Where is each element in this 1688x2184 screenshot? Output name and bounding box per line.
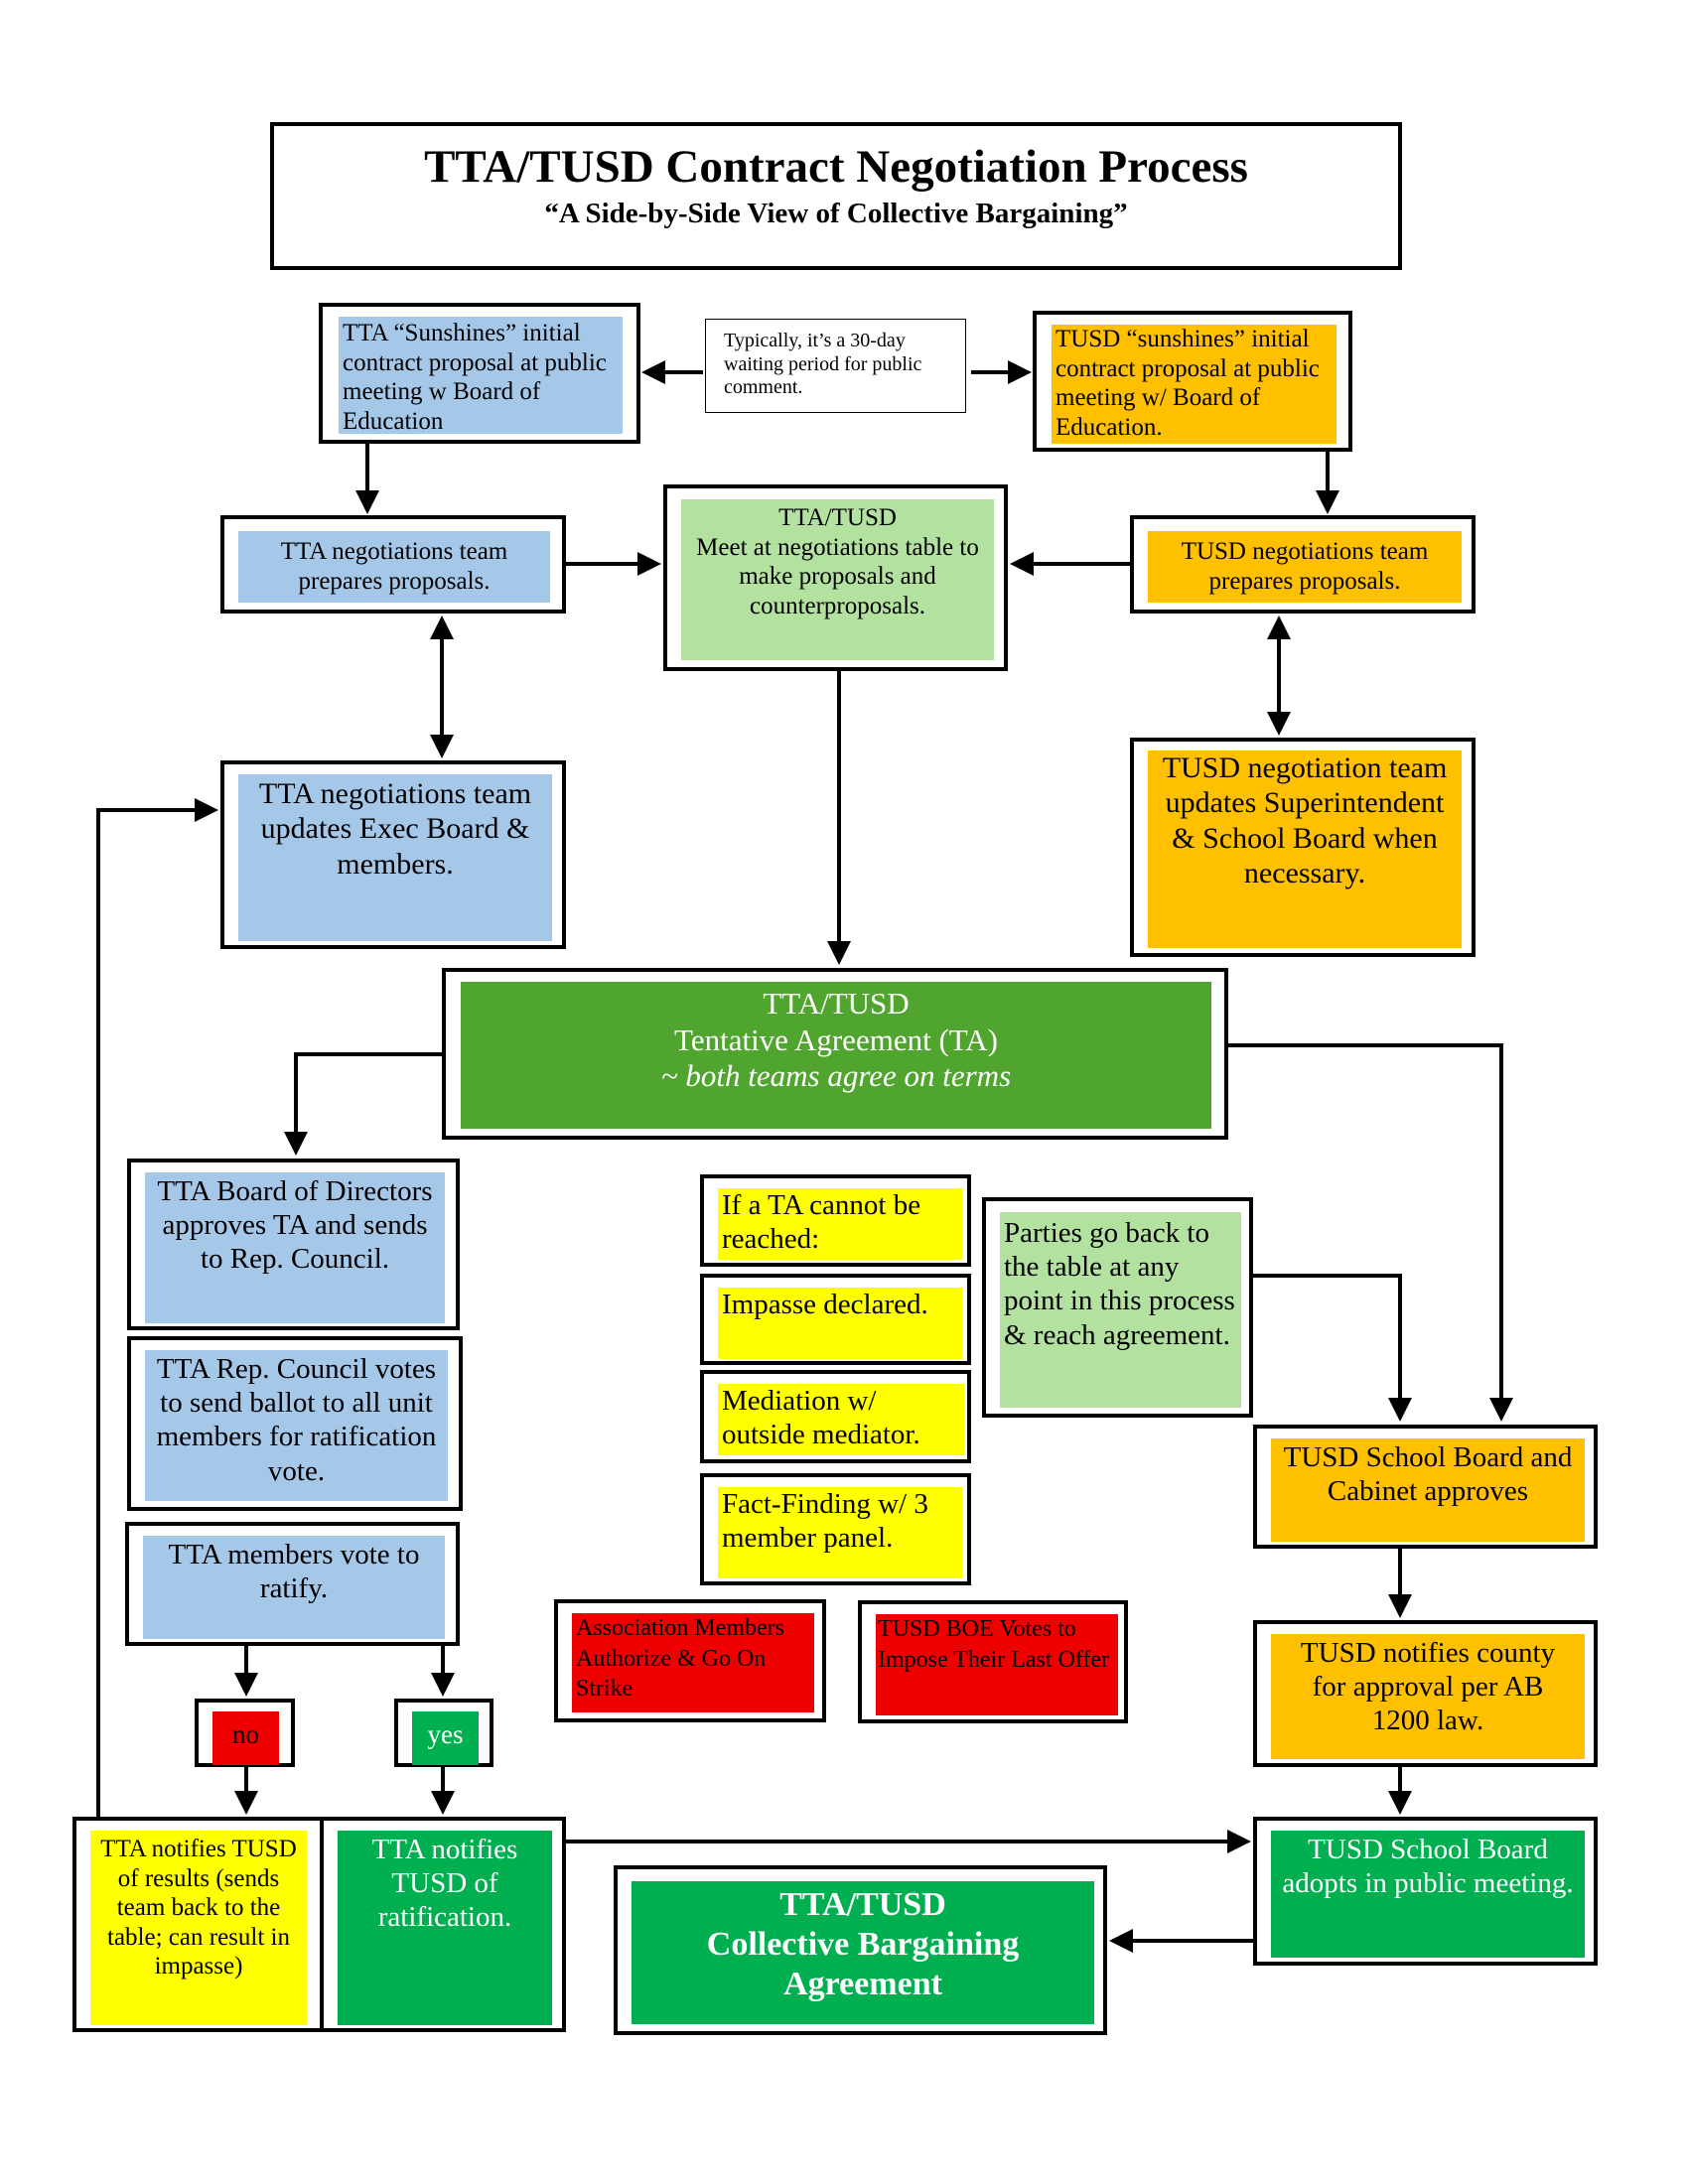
strike-text: Association Members Authorize & Go On St… xyxy=(572,1613,814,1712)
notify-results-box: TTA notifies TUSD of results (sends team… xyxy=(72,1817,324,2032)
mediation-text: Mediation w/ outside mediator. xyxy=(718,1384,964,1455)
tta-updates-box: TTA negotiations team updates Exec Board… xyxy=(220,760,566,949)
cannot-reach-text: If a TA cannot be reached: xyxy=(718,1188,962,1260)
ta-line1: TTA/TUSD xyxy=(763,986,910,1021)
cannot-reach-box: If a TA cannot be reached: xyxy=(700,1174,971,1267)
tusd-prepares-text: TUSD negotiations team prepares proposal… xyxy=(1148,531,1462,603)
tusd-updates-box: TUSD negotiation team updates Superinten… xyxy=(1130,738,1476,957)
joint-meet-box: TTA/TUSD Meet at negotiations table to m… xyxy=(663,484,1008,671)
impasse-text: Impasse declared. xyxy=(718,1288,962,1359)
tusd-updates-text: TUSD negotiation team updates Superinten… xyxy=(1148,751,1462,948)
impose-offer-text: TUSD BOE Votes to Impose Their Last Offe… xyxy=(876,1614,1118,1715)
tusd-sunshine-text: TUSD “sunshines” initial contract propos… xyxy=(1052,325,1336,444)
notify-results-text: TTA notifies TUSD of results (sends team… xyxy=(90,1831,307,2025)
arrow-ta-to-tta-board xyxy=(284,1052,442,1156)
tusd-county-text: TUSD notifies county for approval per AB… xyxy=(1271,1634,1585,1759)
cba-line2: Collective Bargaining xyxy=(706,1926,1020,1964)
mediation-box: Mediation w/ outside mediator. xyxy=(700,1370,971,1463)
notify-ratification-box: TTA notifies TUSD of ratification. xyxy=(320,1817,566,2032)
tusd-county-box: TUSD notifies county for approval per AB… xyxy=(1253,1620,1598,1767)
fact-finding-box: Fact-Finding w/ 3 member panel. xyxy=(700,1473,971,1585)
page-subtitle: “A Side-by-Side View of Collective Barga… xyxy=(544,198,1128,229)
title-box: TTA/TUSD Contract Negotiation Process “A… xyxy=(270,122,1402,270)
tta-rep-council-text: TTA Rep. Council votes to send ballot to… xyxy=(145,1350,448,1501)
tusd-adopts-box: TUSD School Board adopts in public meeti… xyxy=(1253,1817,1598,1966)
waiting-note-box: Typically, it’s a 30-day waiting period … xyxy=(705,319,966,413)
tta-prepares-text: TTA negotiations team prepares proposals… xyxy=(238,531,550,603)
cba-area: TTA/TUSD Collective Bargaining Agreement xyxy=(632,1881,1094,2024)
tentative-agreement-area: TTA/TUSD Tentative Agreement (TA) ~ both… xyxy=(461,982,1211,1129)
impasse-box: Impasse declared. xyxy=(700,1274,971,1365)
no-decision-box[interactable]: no xyxy=(195,1699,295,1767)
parties-back-text: Parties go back to the table at any poin… xyxy=(1000,1212,1241,1408)
arrow-parties-to-tusd-cabinet xyxy=(1253,1274,1412,1422)
joint-meet-title: TTA/TUSD xyxy=(778,504,897,531)
joint-meet-area: TTA/TUSD Meet at negotiations table to m… xyxy=(681,499,994,660)
yes-decision-box[interactable]: yes xyxy=(394,1699,493,1767)
cba-line3: Agreement xyxy=(783,1966,942,2003)
tusd-adopts-text: TUSD School Board adopts in public meeti… xyxy=(1271,1831,1585,1958)
collective-bargaining-agreement-box: TTA/TUSD Collective Bargaining Agreement xyxy=(614,1865,1107,2035)
no-label: no xyxy=(212,1711,279,1765)
tta-members-vote-box: TTA members vote to ratify. xyxy=(125,1522,460,1646)
tta-rep-council-box: TTA Rep. Council votes to send ballot to… xyxy=(127,1336,463,1511)
tta-sunshine-box: TTA “Sunshines” initial contract proposa… xyxy=(319,303,640,444)
page-title: TTA/TUSD Contract Negotiation Process xyxy=(424,141,1248,193)
notify-ratification-text: TTA notifies TUSD of ratification. xyxy=(338,1831,552,2025)
tusd-prepares-box: TUSD negotiations team prepares proposal… xyxy=(1130,515,1476,614)
arrow-ta-to-tusd-cabinet xyxy=(1228,1043,1513,1422)
cba-line1: TTA/TUSD xyxy=(779,1886,946,1923)
ta-line2: Tentative Agreement (TA) xyxy=(674,1022,998,1057)
tta-board-approves-box: TTA Board of Directors approves TA and s… xyxy=(127,1159,460,1330)
parties-back-box: Parties go back to the table at any poin… xyxy=(982,1197,1253,1418)
yes-label: yes xyxy=(412,1711,479,1765)
joint-meet-body: Meet at negotiations table to make propo… xyxy=(696,533,979,619)
ta-line3: ~ both teams agree on terms xyxy=(660,1058,1012,1094)
tta-members-vote-text: TTA members vote to ratify. xyxy=(143,1536,445,1639)
strike-box: Association Members Authorize & Go On St… xyxy=(554,1599,826,1722)
tta-board-approves-text: TTA Board of Directors approves TA and s… xyxy=(145,1172,445,1323)
tta-sunshine-text: TTA “Sunshines” initial contract proposa… xyxy=(339,317,623,434)
tusd-sunshine-box: TUSD “sunshines” initial contract propos… xyxy=(1033,311,1352,452)
tusd-cabinet-box: TUSD School Board and Cabinet approves xyxy=(1253,1425,1598,1549)
fact-finding-text: Fact-Finding w/ 3 member panel. xyxy=(718,1487,962,1578)
tta-prepares-box: TTA negotiations team prepares proposals… xyxy=(220,515,566,614)
impose-offer-box: TUSD BOE Votes to Impose Their Last Offe… xyxy=(858,1600,1128,1723)
waiting-note-text: Typically, it’s a 30-day waiting period … xyxy=(724,330,922,399)
tusd-cabinet-text: TUSD School Board and Cabinet approves xyxy=(1271,1438,1585,1542)
tta-updates-text: TTA negotiations team updates Exec Board… xyxy=(238,774,552,941)
tentative-agreement-box: TTA/TUSD Tentative Agreement (TA) ~ both… xyxy=(442,968,1228,1140)
